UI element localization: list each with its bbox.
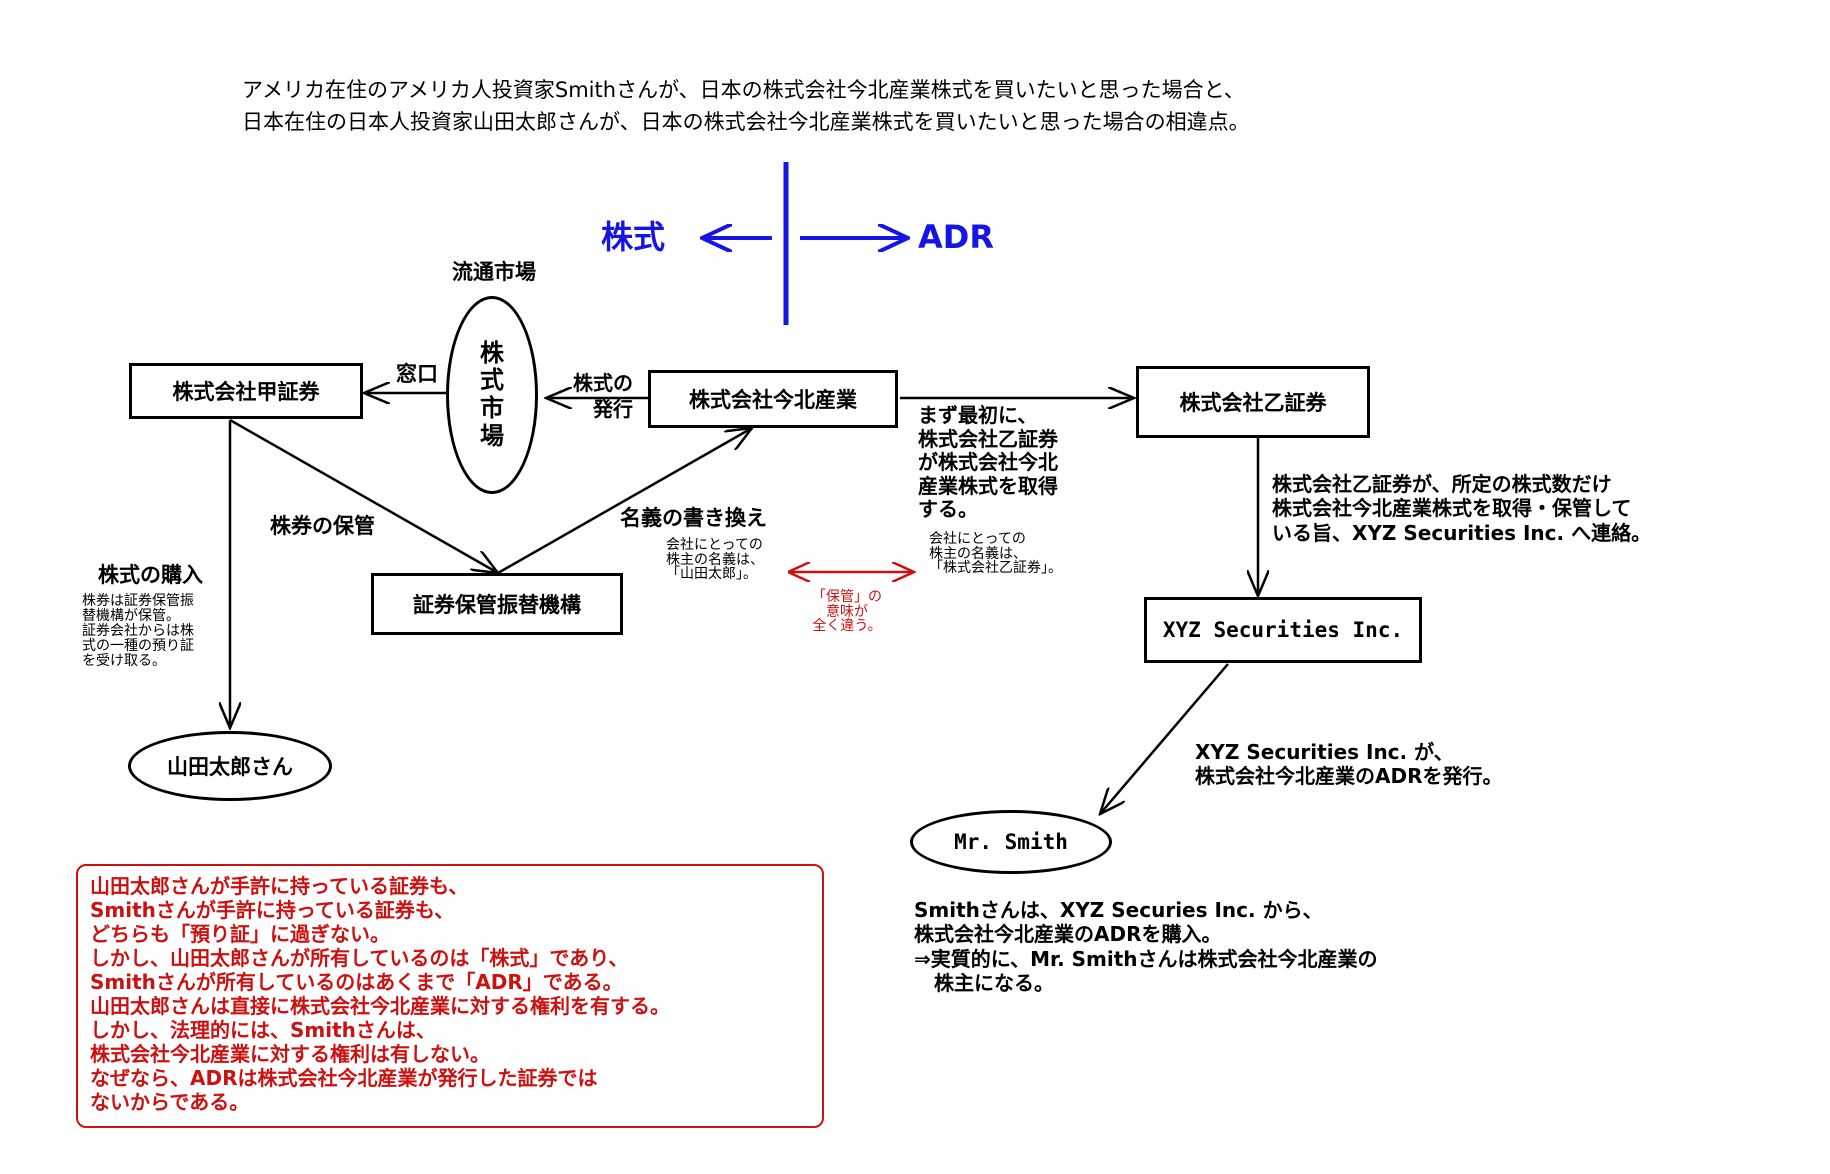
edge-xyz-to-smith bbox=[1100, 663, 1229, 814]
conclusion-text: 山田太郎さんが手許に持っている証券も、 Smithさんが手許に持っている証券も、… bbox=[90, 874, 670, 1114]
otsu-to-xyz-label: 株式会社乙証券が、所定の株式数だけ 株式会社今北産業株式を取得・保管して いる旨… bbox=[1272, 472, 1652, 545]
xyz-securities-box: XYZ Securities Inc. bbox=[1144, 597, 1422, 663]
depository-box: 証券保管振替機構 bbox=[371, 573, 623, 635]
difference-note: 「保管」の 意味が 全く違う。 bbox=[812, 589, 882, 635]
otsu-acquire-label: まず最初に、 株式会社乙証券 が株式会社今北 産業株式を取得 する。 bbox=[918, 403, 1058, 522]
edge-depository-to-imakita bbox=[497, 428, 752, 575]
edge-kou-to-depository bbox=[229, 418, 498, 573]
rename-note: 会社にとっての 株主の名義は、 「山田太郎」。 bbox=[666, 537, 764, 583]
kou-securities-box: 株式会社甲証券 bbox=[129, 363, 363, 419]
purchase-label: 株式の購入 bbox=[98, 563, 203, 587]
smith-note: Smithさんは、XYZ Securies Inc. から、 株式会社今北産業の… bbox=[914, 898, 1378, 996]
custody-label: 株券の保管 bbox=[270, 514, 375, 538]
purchase-note: 株券は証券保管振 替機構が保管。 証券会社からは株 式の一種の預り証 を受け取る… bbox=[82, 593, 194, 670]
otsu-note: 会社にとっての 株主の名義は、 「株式会社乙証券」。 bbox=[929, 531, 1062, 577]
adr-side-label: ADR bbox=[918, 218, 994, 256]
header-line-1: アメリカ在住のアメリカ人投資家Smithさんが、日本の株式会社今北産業株式を買い… bbox=[242, 78, 1245, 102]
stock-market-oval: 株 式 市 場 bbox=[446, 296, 538, 494]
rename-label: 名義の書き換え bbox=[620, 506, 767, 530]
conclusion-callout: 山田太郎さんが手許に持っている証券も、 Smithさんが手許に持っている証券も、… bbox=[76, 864, 824, 1128]
header-line-2: 日本在住の日本人投資家山田太郎さんが、日本の株式会社今北産業株式を買いたいと思っ… bbox=[242, 110, 1250, 134]
imakita-box: 株式会社今北産業 bbox=[648, 370, 898, 428]
secondary-market-title: 流通市場 bbox=[452, 260, 536, 284]
madoguchi-label: 窓口 bbox=[396, 362, 438, 386]
xyz-issue-label: XYZ Securities Inc. が、 株式会社今北産業のADRを発行。 bbox=[1195, 740, 1503, 789]
issue-label: 株式の 発行 bbox=[573, 371, 633, 421]
otsu-securities-box: 株式会社乙証券 bbox=[1136, 366, 1370, 438]
yamada-oval: 山田太郎さん bbox=[128, 731, 332, 801]
stock-side-label: 株式 bbox=[601, 218, 666, 256]
smith-oval: Mr. Smith bbox=[910, 810, 1112, 874]
